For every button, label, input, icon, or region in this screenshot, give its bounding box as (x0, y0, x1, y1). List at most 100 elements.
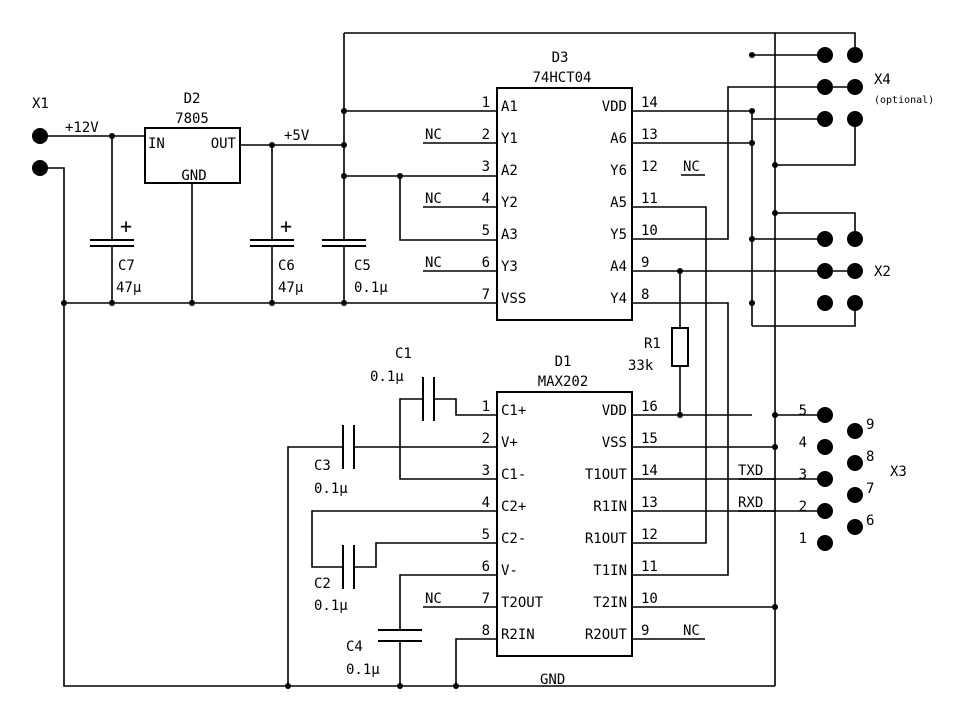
junction-dot (341, 108, 347, 114)
d1-pin-14-number: 14 (641, 463, 658, 479)
net-5v: +5V (284, 128, 310, 144)
junction-dot (453, 683, 459, 689)
d3-pin-11-name: A5 (610, 195, 627, 211)
d3-pin-14-number: 14 (641, 95, 658, 111)
d1-pin-3-name: C1- (501, 467, 526, 483)
r1-ref: R1 (644, 336, 661, 352)
junction-dot (749, 140, 755, 146)
d1-ref: D1 (555, 354, 572, 370)
c3-value: 0.1μ (314, 481, 348, 497)
d3-pin-9-number: 9 (641, 255, 649, 271)
junction-dot (341, 300, 347, 306)
x3-pin-5-number: 5 (799, 403, 807, 419)
x2-pin-a1 (817, 231, 833, 247)
x2-pin-a2 (817, 263, 833, 279)
d2-gnd-pin: GND (181, 168, 206, 184)
junction-dot (772, 444, 778, 450)
junction-dot (285, 683, 291, 689)
d3-pin-13-number: 13 (641, 127, 658, 143)
d1-pin-4-number: 4 (482, 495, 490, 511)
nc-label-6: NC (683, 623, 700, 639)
junction-dot (749, 52, 755, 58)
r1-value: 33k (628, 358, 654, 374)
c6-polarity: + (280, 214, 292, 238)
d1-pin-5-name: C2- (501, 531, 526, 547)
d1-pin-8-name: R2IN (501, 627, 535, 643)
d3-pin-2-number: 2 (482, 127, 490, 143)
c1-ref: C1 (395, 346, 412, 362)
d3-pin-14-name: VDD (602, 99, 627, 115)
x1-label: X1 (32, 96, 49, 112)
c7-polarity: + (120, 214, 132, 238)
c7-symbol (90, 239, 134, 247)
c2-ref: C2 (314, 576, 331, 592)
d3-pin-12-name: Y6 (610, 163, 627, 179)
d1-pin-10-number: 10 (641, 591, 658, 607)
x3-pin-3-number: 3 (799, 467, 807, 483)
x2-pin-b1 (847, 231, 863, 247)
d3-part: 74HCT04 (532, 70, 591, 86)
x1-pin-1 (32, 128, 48, 144)
net-txd: TXD (738, 463, 763, 479)
d1-pin-7-name: T2OUT (501, 595, 544, 611)
c4-value: 0.1μ (346, 662, 380, 678)
d1-pin-1-name: C1+ (501, 403, 526, 419)
d1-pin-1-number: 1 (482, 399, 490, 415)
d1-pin-6-name: V- (501, 563, 518, 579)
c1-value: 0.1μ (370, 369, 404, 385)
junction-dot (677, 268, 683, 274)
d1-pin-9-number: 9 (641, 623, 649, 639)
d1-pin-13-name: R1IN (593, 499, 627, 515)
d1-pin-5-number: 5 (482, 527, 490, 543)
nc-label-2: NC (425, 191, 442, 207)
net-12v: +12V (65, 120, 99, 136)
net-gnd: GND (540, 672, 565, 688)
junction-dot (109, 300, 115, 306)
x3-pin-7 (847, 487, 863, 503)
d1-pin-12-name: R1OUT (585, 531, 628, 547)
x3-pin-1-number: 1 (799, 531, 807, 547)
d1-pin-14-name: T1OUT (585, 467, 628, 483)
x3-pin-7-number: 7 (866, 481, 874, 497)
junction-dot (749, 300, 755, 306)
c5-ref: C5 (354, 258, 371, 274)
x4-pin-a1 (817, 47, 833, 63)
x4-optional-note: (optional) (874, 95, 934, 106)
x3-label: X3 (890, 464, 907, 480)
d1-pin-12-number: 12 (641, 527, 658, 543)
d3-pin-10-name: Y5 (610, 227, 627, 243)
junction-dot (749, 108, 755, 114)
x3-pin-4-number: 4 (799, 435, 807, 451)
d3-pin-5-number: 5 (482, 223, 490, 239)
d3-pin-7-name: VSS (501, 291, 526, 307)
d3-ref: D3 (552, 50, 569, 66)
junction-dot (397, 173, 403, 179)
x3-pin-8 (847, 455, 863, 471)
d3-pin-12-number: 12 (641, 159, 658, 175)
junction-dot (749, 236, 755, 242)
d2-body (144, 127, 241, 184)
x4-pin-b1 (847, 47, 863, 63)
x3-pin-3 (817, 471, 833, 487)
junction-dot (772, 210, 778, 216)
d1-pin-4-name: C2+ (501, 499, 526, 515)
c2-symbol (342, 545, 355, 589)
d1-body (496, 391, 633, 657)
d2-ref: D2 (184, 91, 201, 107)
d1-pin-10-name: T2IN (593, 595, 627, 611)
r1-body (671, 327, 689, 367)
d3-body (496, 87, 633, 321)
x3-pin-2-number: 2 (799, 499, 807, 515)
c5-value: 0.1μ (354, 280, 388, 296)
x3-pin-9-number: 9 (866, 417, 874, 433)
d3-pin-10-number: 10 (641, 223, 658, 239)
nc-label-4: NC (683, 159, 700, 175)
d1-pin-11-number: 11 (641, 559, 658, 575)
x3-pin-2 (817, 503, 833, 519)
junction-dot (341, 142, 347, 148)
x1-pin-2 (32, 160, 48, 176)
junction-dot (61, 300, 67, 306)
junction-dot (397, 683, 403, 689)
d1-pin-16-number: 16 (641, 399, 658, 415)
x2-pin-b2 (847, 263, 863, 279)
